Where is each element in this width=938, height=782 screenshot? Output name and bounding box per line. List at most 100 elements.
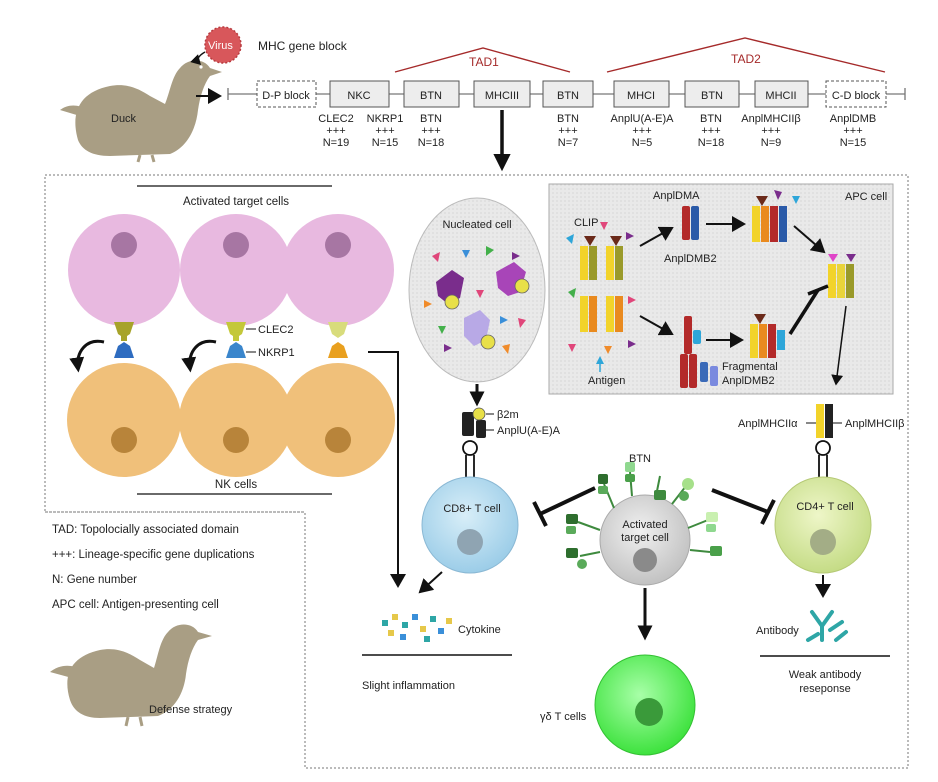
duck-icon	[50, 624, 212, 727]
gene-label: D-P block	[262, 90, 310, 102]
duck-icon	[60, 60, 222, 163]
peptide-icon	[566, 222, 636, 364]
cd8-t-cell	[421, 476, 519, 574]
target-cell-2	[180, 214, 292, 326]
mhc-ii-antigen-complex	[580, 296, 623, 332]
mhc-ii-fragment-loaded	[750, 314, 785, 358]
gene-box-cd: C-D block	[825, 80, 887, 108]
duck-label: Duck	[111, 113, 137, 125]
gene-note: BTN	[420, 113, 442, 125]
activated-target-label-1: Activated	[622, 519, 667, 531]
btn-molecule	[566, 548, 601, 569]
nk-cell-1	[67, 363, 181, 477]
cytokine-label: Cytokine	[458, 624, 501, 636]
gene-note: +++	[761, 125, 780, 137]
antigen-label: Antigen	[588, 375, 625, 387]
cd4-label: CD4+ T cell	[796, 501, 853, 513]
peptide-icon	[424, 246, 526, 354]
gene-label: BTN	[420, 90, 442, 102]
gene-label: BTN	[557, 90, 579, 102]
slight-inflammation-label: Slight inflammation	[362, 680, 455, 692]
weak-antibody-label: Weak antibody	[789, 669, 862, 681]
gene-note: N=15	[372, 137, 399, 149]
anplu-label: AnplU(A-E)A	[497, 425, 561, 437]
gene-label: MHCII	[765, 90, 796, 102]
gene-note: N=19	[323, 137, 350, 149]
mhcii-beta-label: AnplMHCIIβ	[845, 418, 905, 430]
antibody-icon	[806, 610, 848, 642]
target-cell-1	[68, 214, 180, 326]
gene-note: BTN	[557, 113, 579, 125]
nk-cell-2	[179, 363, 293, 477]
gene-note: AnplMHCIIβ	[741, 113, 801, 125]
gd-t-cells-label: γδ T cells	[540, 711, 587, 723]
mhc-i-complex	[496, 262, 530, 296]
gene-note: +++	[375, 125, 394, 137]
tad1-bracket	[394, 47, 571, 73]
curved-arrow-icon	[181, 339, 217, 373]
gene-note: N=15	[840, 137, 867, 149]
mhc-ii-receptor	[815, 404, 833, 478]
apc-title: APC cell	[845, 191, 887, 203]
gene-note: +++	[326, 125, 345, 137]
activated-target-cells-label: Activated target cells	[183, 196, 289, 208]
mhc-i-receptor	[462, 407, 486, 478]
curved-arrow-icon	[69, 339, 105, 373]
nucleated-cell-title: Nucleated cell	[442, 219, 511, 231]
gene-note: NKRP1	[367, 113, 404, 125]
nk-cells-label: NK cells	[215, 479, 257, 491]
btn-molecule	[687, 512, 718, 532]
clec2-label: CLEC2	[258, 324, 293, 336]
target-cell-3	[282, 214, 394, 326]
activated-target-label-2: target cell	[621, 532, 669, 544]
cytokine-icon	[382, 614, 452, 642]
nkrp1-label: NKRP1	[258, 347, 295, 359]
activated-target-cell	[599, 494, 691, 586]
gene-note: AnplU(A-E)A	[611, 113, 675, 125]
anpldm-complex	[682, 206, 699, 240]
gene-note: N=7	[558, 137, 579, 149]
btn-molecule	[566, 514, 601, 534]
fragmental-anpldmb2-label: AnplDMB2	[722, 375, 775, 387]
mhc-ii-peptide-loaded	[828, 254, 856, 298]
gene-label: MHCIII	[485, 90, 519, 102]
btn-molecule	[598, 474, 615, 509]
gene-label: MHCI	[627, 90, 655, 102]
mhc-ii-loaded	[752, 190, 800, 242]
gd-t-cell	[594, 654, 696, 756]
defense-strategy-label: Defense strategy	[149, 704, 233, 716]
gene-note: N=18	[418, 137, 445, 149]
anpldma-label: AnplDMA	[653, 190, 700, 202]
gene-note: CLEC2	[318, 113, 353, 125]
gene-note: +++	[558, 125, 577, 137]
fragmental-dm-complex	[680, 316, 718, 388]
virus-icon	[190, 26, 242, 65]
antibody-label: Antibody	[756, 625, 799, 637]
btn-molecule	[671, 478, 694, 505]
gene-note: N=18	[698, 137, 725, 149]
gene-note: N=5	[632, 137, 653, 149]
mhc-gene-block-label: MHC gene block	[258, 39, 348, 53]
gene-box-mhciii: MHCIII	[473, 80, 531, 108]
virus-label: Virus	[208, 40, 233, 52]
legend-item: +++: Lineage-specific gene duplications	[52, 549, 255, 561]
anpldmb2-label: AnplDMB2	[664, 253, 717, 265]
gene-note: +++	[632, 125, 651, 137]
gene-box-mhci: MHCI	[613, 80, 670, 108]
btn-molecule	[689, 546, 722, 556]
mhc-i-complex	[436, 270, 464, 310]
gene-note: +++	[701, 125, 720, 137]
b2m-label: β2m	[497, 409, 519, 421]
btn-molecule	[654, 475, 666, 500]
gene-label: NKC	[347, 90, 370, 102]
mhcii-alpha-label: AnplMHCIIα	[738, 418, 798, 430]
gene-box-btn-1: BTN	[403, 80, 460, 108]
weak-antibody-label-2: reseponse	[799, 683, 850, 695]
gene-note: +++	[843, 125, 862, 137]
clip-label: CLIP	[574, 217, 598, 229]
btn-molecule	[625, 462, 635, 497]
inhibition-arrow-cd4	[711, 488, 776, 525]
tad2-bracket	[606, 37, 886, 73]
gene-label: C-D block	[832, 90, 881, 102]
